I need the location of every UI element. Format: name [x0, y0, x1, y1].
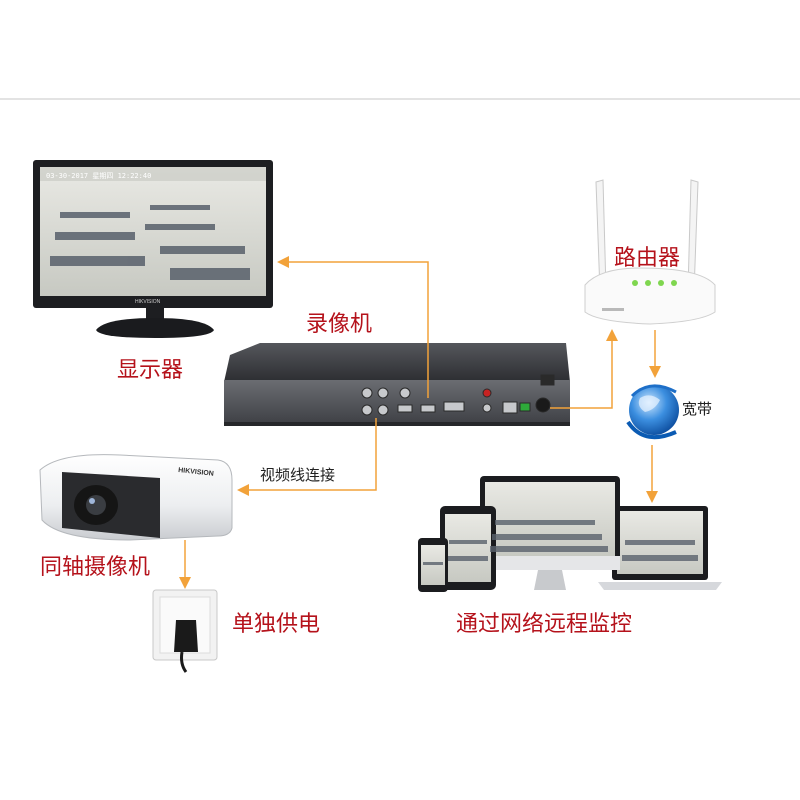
router-label: 路由器 [614, 246, 681, 271]
video-cable-label: 视频线连接 [260, 466, 336, 484]
globe-icon [626, 384, 679, 440]
monitor-brand: HIKVISION [135, 299, 161, 305]
camera-brand: HIKVISION [178, 467, 214, 478]
remote-monitoring-label: 通过网络远程监控 [456, 612, 633, 637]
arrow-dvr-to-camera [237, 418, 377, 496]
monitor-label: 显示器 [117, 358, 184, 383]
arrow-dvr-to-router [550, 329, 618, 409]
recorder-label: 录像机 [306, 312, 373, 337]
power-label: 单独供电 [232, 612, 321, 637]
router-icon [584, 179, 716, 325]
arrow-dvr-to-monitor [277, 256, 429, 398]
connection-arrows [179, 256, 661, 589]
osd-timestamp: 03-30-2017 星期四 12:22:40 [46, 172, 151, 180]
dvr-icon [224, 343, 570, 426]
top-divider [0, 98, 800, 100]
power-outlet-icon [152, 589, 218, 673]
monitor-icon: 03-30-2017 星期四 12:22:40 HIKVISION [33, 160, 273, 338]
broadband-label: 宽带 [682, 400, 713, 418]
camera-label: 同轴摄像机 [40, 555, 151, 580]
devices-icon [418, 476, 722, 592]
camera-icon: HIKVISION [39, 454, 233, 541]
